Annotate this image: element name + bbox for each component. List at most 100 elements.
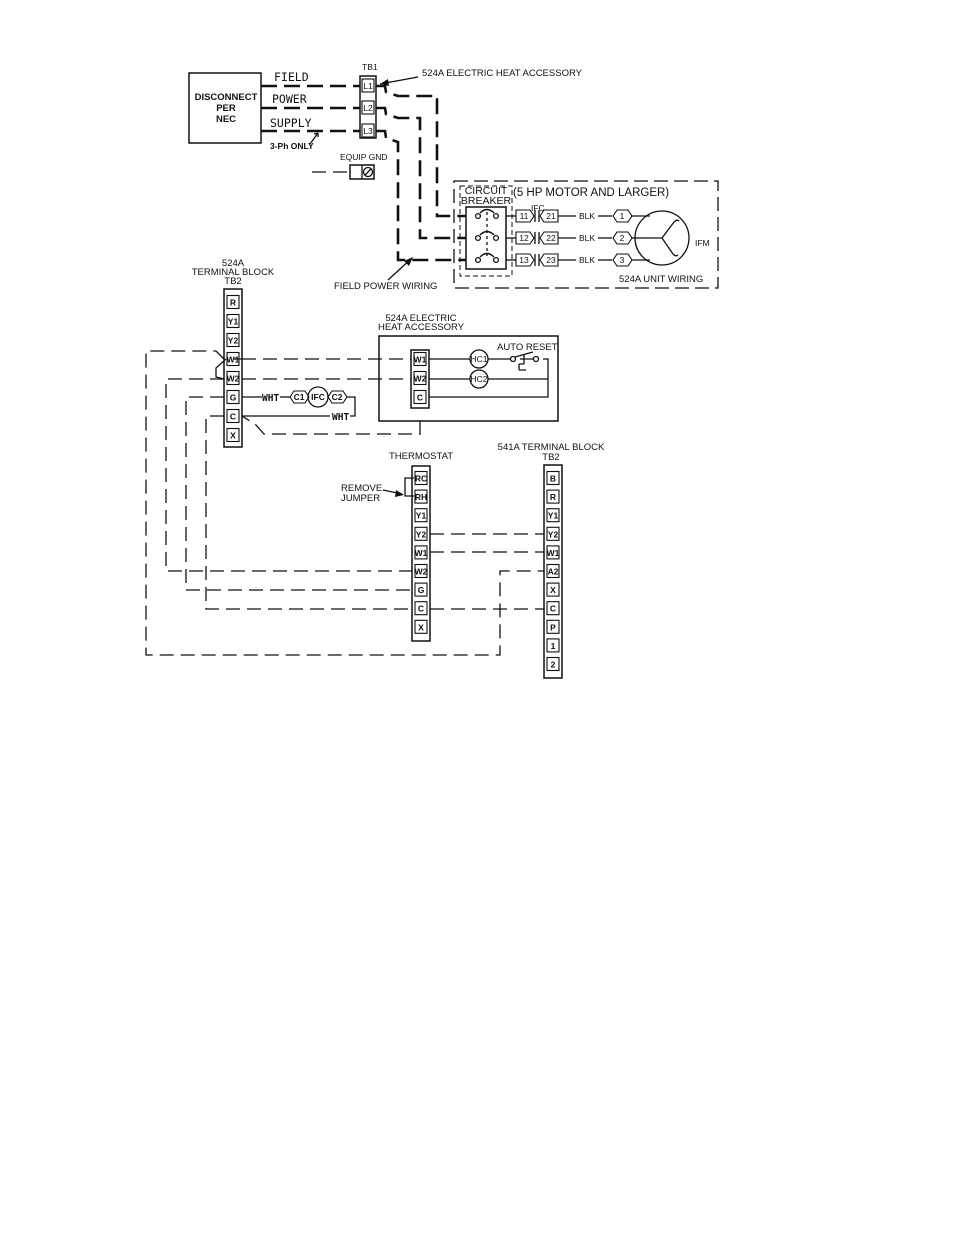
relay-hc2: HC2 [470,374,487,384]
ifc-c2: C2 [332,392,343,402]
wire-color: BLK [579,233,595,243]
thermostat-terminal-y1: Y1 [416,511,427,521]
thermostat-terminal-y2: Y2 [416,529,427,539]
thermostat-terminal-box [414,601,428,616]
contact-tag [515,253,535,267]
contact-tag [515,231,535,245]
breaker-enclosure [459,185,513,277]
tb2-524a-title-1: 524A [222,258,245,269]
auto-reset-label: AUTO RESET [497,342,558,353]
thermostat-terminal-box [414,508,428,523]
unit-wiring-border [453,180,719,289]
tb2-541a-terminal-box [546,470,560,486]
ifc-c1: C1 [294,392,305,402]
limit-switch-circuit [429,358,549,398]
motor-lead-2: 2 [620,233,625,243]
wire-color: BLK [579,255,595,265]
wire-w1-to-a2 [145,350,544,656]
tb2-541a-terminal-p: P [550,622,556,632]
thermostat-terminal-box [414,489,428,504]
heater-title-2: HEAT ACCESSORY [378,322,465,333]
tb2-541a-terminal-box [546,508,560,523]
auto-reset-switch-icon [514,351,534,358]
thermostat-terminal-g: G [418,585,425,595]
arrowhead [380,79,389,86]
tb1-terminal [361,100,375,115]
remove-jumper-2: JUMPER [341,493,380,504]
heater-terminal-box [413,389,427,405]
wire-c-heater [241,415,421,435]
tb2-541a-terminal-2: 2 [551,660,556,670]
unit-wiring: CIRCUIT BREAKER (5 HP MOTOR AND LARGER) … [453,180,719,289]
thermostat-terminal-w1: W1 [415,548,428,558]
power-section: DISCONNECT PER NEC FIELD POWER SUPPLY 3-… [188,62,583,292]
heater-terminal-w2: W2 [414,374,427,384]
ifc-coil: IFC [311,392,325,402]
tb2-524a-terminal-box [226,389,240,405]
tb2-541a-terminal-c: C [550,604,556,614]
remove-jumper-1: REMOVE [341,483,382,494]
tb2-524a-terminal-box [226,427,240,443]
disconnect-line-1: DISCONNECT [195,92,258,103]
ifc-relay: WHT C1 IFC C2 WHT [242,386,356,423]
tb2-541a-terminal-box [546,545,560,560]
motor-icon [634,210,690,266]
thermostat-terminal-box [414,545,428,560]
phase-row-1: 11 21 BLK 1 [506,209,650,223]
tb2-541a-terminal-box [546,489,560,504]
motor-label: IFM [695,238,710,248]
arrowhead [395,490,404,497]
thermostat-terminal-c: C [418,604,424,614]
heater-terminal-box [413,351,427,367]
tb2-524a-terminal-box [226,408,240,424]
thermostat-terminal-box [414,582,428,597]
tb2-541a-terminal-w1: W1 [547,548,560,558]
thermostat-terminal-x: X [418,622,424,632]
phase-row-3: 13 23 BLK 3 [506,253,650,267]
heater-terminal-w1: W1 [414,355,427,365]
wire-c-thermostat [205,415,412,610]
wire-color: BLK [579,211,595,221]
wht-label: WHT [262,393,279,404]
disconnect-line-3: NEC [216,114,236,125]
tb2-541a-terminal-box [546,582,560,597]
ifc-label: IFC [531,203,545,213]
breaker-poles [474,208,500,264]
tb2-541a-terminal-x: X [550,585,556,595]
tb2-541a-terminal-a2: A2 [548,567,559,577]
tb1-l3: L3 [363,126,373,136]
relay-hc1: HC1 [470,354,487,364]
tb2-524a-terminal-x: X [230,431,236,441]
power-label: POWER [272,92,307,106]
tb2-541a-title-1: 541A TERMINAL BLOCK [498,442,605,453]
tb2-541a-terminal-y1: Y1 [548,511,559,521]
equip-gnd-label: EQUIP GND [340,152,388,162]
thermostat-terminal-box [414,563,428,579]
tb2-524a-terminal-box [226,332,240,348]
tb2-524a-terminal-c: C [230,412,236,422]
field-power-wiring-label: FIELD POWER WIRING [334,281,437,292]
w1-w2-jumper [215,358,242,380]
contact-21: 21 [546,211,556,221]
contact-12: 12 [519,233,529,243]
tb1-l1: L1 [363,81,373,91]
tb2-541a-terminal-1: 1 [551,641,556,651]
contact-11: 11 [520,211,529,221]
heater-terminal-box [413,370,427,386]
thermostat-terminal-box [414,526,428,541]
contact-22: 22 [546,233,556,243]
ground-screw-icon [362,166,374,178]
disconnect-line-2: PER [216,103,236,114]
power-wire-3 [376,129,473,262]
thermostat-terminal-w2: W2 [415,567,428,577]
wire-w2-thermostat [165,378,412,572]
tb1-l2: L2 [363,103,373,113]
tb2-541a-terminal-box [546,526,560,541]
tb1-label: TB1 [362,62,378,72]
tb1-terminal [361,78,375,93]
tb2-541a-terminal-box [546,601,560,616]
